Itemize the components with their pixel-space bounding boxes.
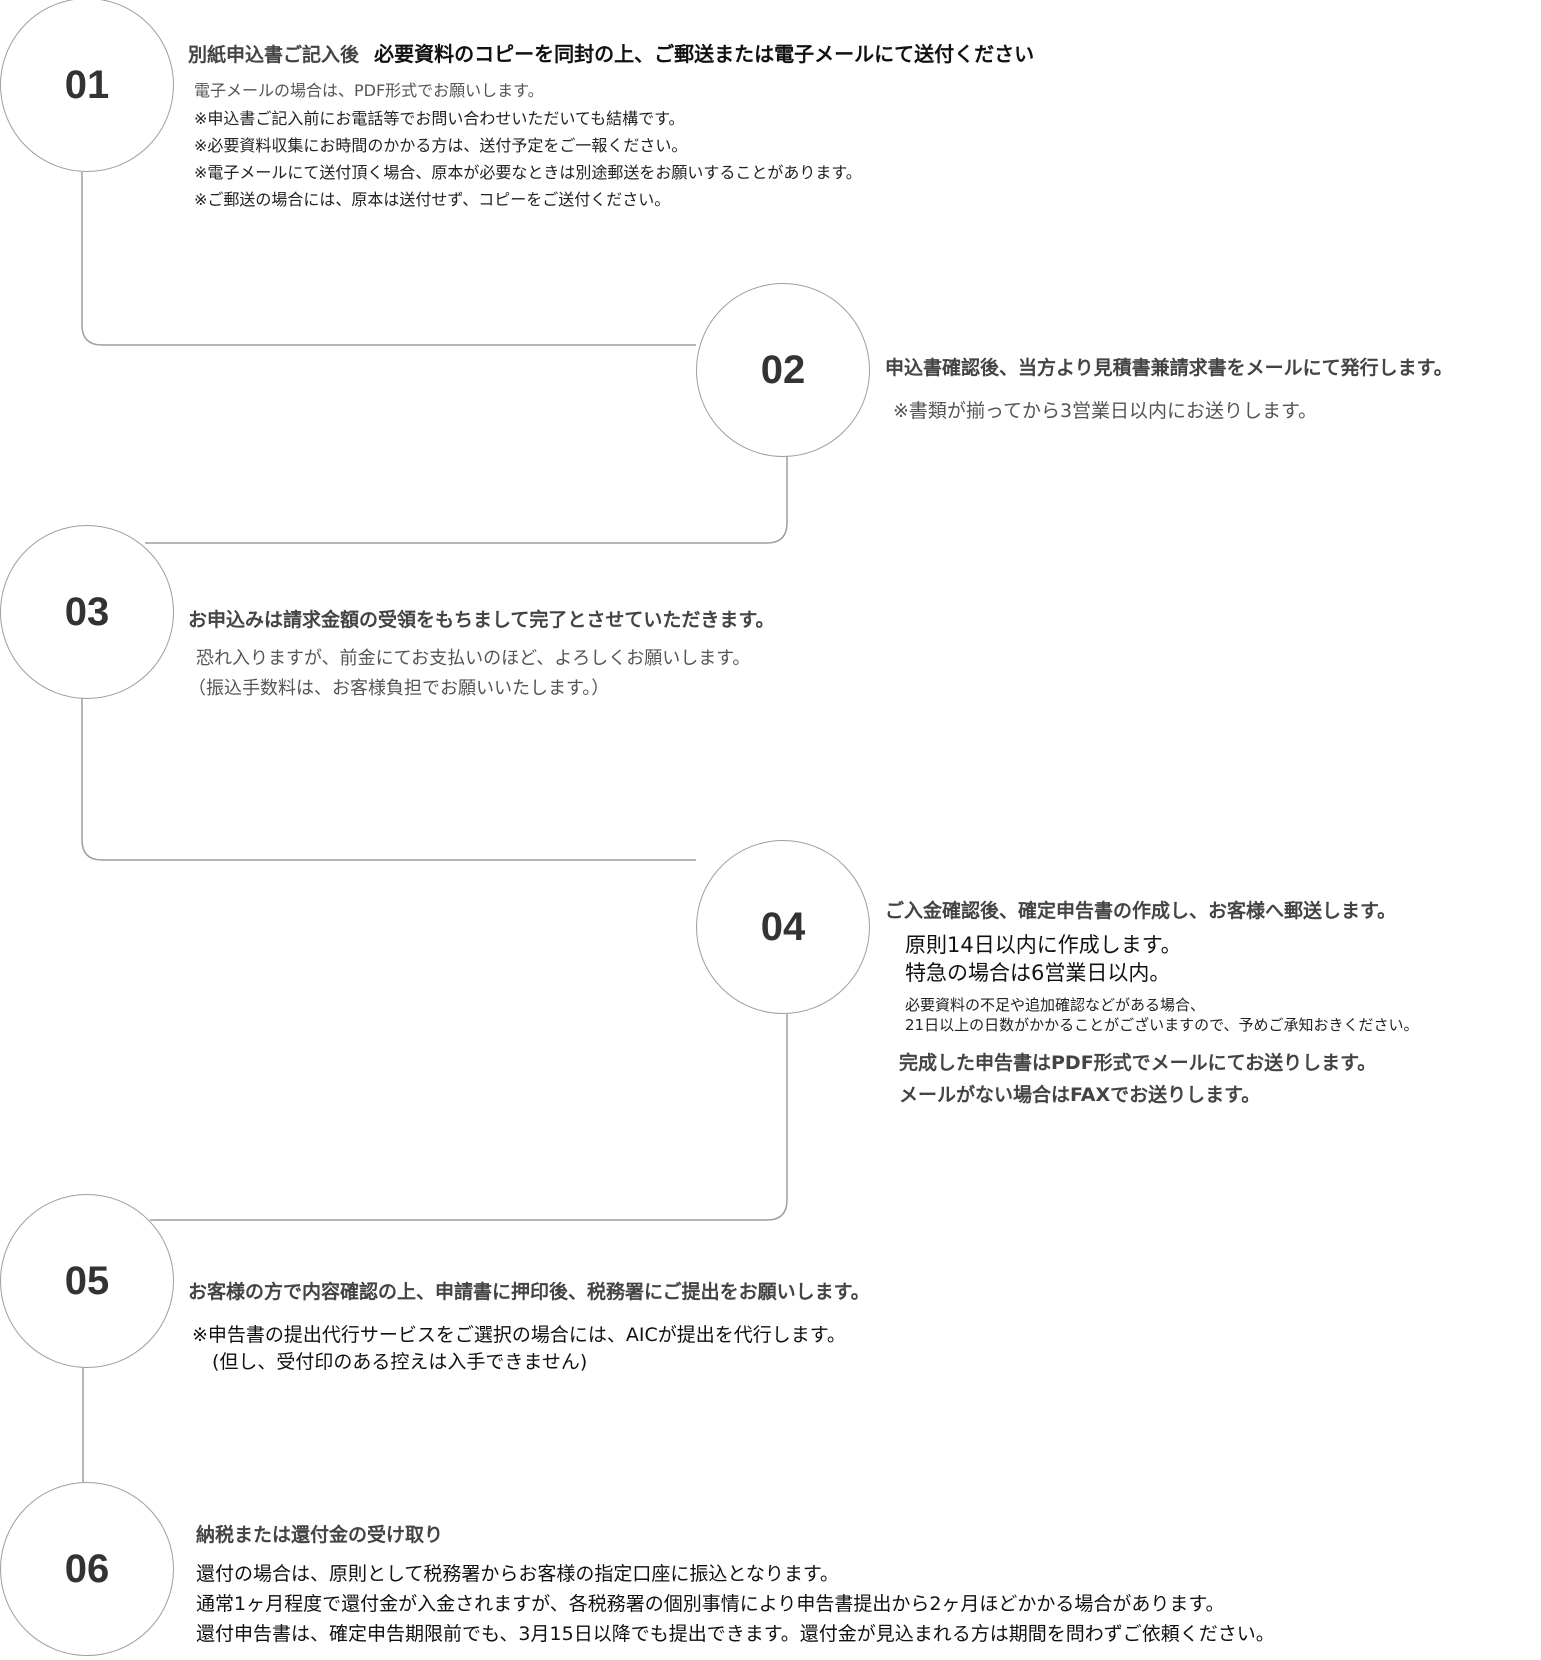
step-05-heading: お客様の方で内容確認の上、申請書に押印後、税務署にご提出をお願いします。 bbox=[188, 1281, 870, 1303]
note: ※申込書ご記入前にお電話等でお問い合わせいただいても結構です。 bbox=[194, 109, 685, 128]
step-02-heading: 申込書確認後、当方より見積書兼請求書をメールにて発行します。 bbox=[885, 357, 1453, 379]
step-06-line: 還付申告書は、確定申告期限前でも、3月15日以降でも提出できます。還付金が見込ま… bbox=[196, 1623, 1275, 1645]
step-04-large: 特急の場合は6営業日以内。 bbox=[905, 961, 1171, 985]
step-number: 05 bbox=[64, 1258, 110, 1303]
step-06-line: 通常1ヶ月程度で還付金が入金されますが、各税務署の個別事情により申告書提出から2… bbox=[196, 1593, 1225, 1615]
step-02-sub: ※書類が揃ってから3営業日以内にお送りします。 bbox=[893, 400, 1318, 422]
step-04-bold: 完成した申告書はPDF形式でメールにてお送りします。 bbox=[899, 1052, 1377, 1074]
connector-04-05 bbox=[150, 1012, 788, 1221]
note: ※必要資料収集にお時間のかかる方は、送付予定をご一報ください。 bbox=[194, 136, 688, 155]
step-02-content: 申込書確認後、当方より見積書兼請求書をメールにて発行します。 ※書類が揃ってから… bbox=[885, 353, 1453, 423]
step-05-circle: 05 bbox=[0, 1194, 174, 1368]
step-02-circle: 02 bbox=[696, 283, 870, 457]
step-03-circle: 03 bbox=[0, 525, 174, 699]
step-06-circle: 06 bbox=[0, 1482, 174, 1656]
step-03-heading: お申込みは請求金額の受領をもちまして完了とさせていただきます。 bbox=[188, 609, 775, 631]
step-number: 03 bbox=[64, 589, 110, 634]
step-03-line: 恐れ入りますが、前金にてお支払いのほど、よろしくお願いします。 bbox=[196, 648, 751, 669]
step-03-line: （振込手数料は、お客様負担でお願いいたします。） bbox=[188, 678, 610, 699]
step-number: 02 bbox=[760, 347, 806, 392]
step-06-line: 還付の場合は、原則として税務署からお客様の指定口座に振込となります。 bbox=[196, 1563, 839, 1585]
connector-02-03 bbox=[145, 456, 788, 544]
step-05-content: お客様の方で内容確認の上、申請書に押印後、税務署にご提出をお願いします。 ※申告… bbox=[188, 1277, 870, 1376]
step-05-line: (但し、受付印のある控えは入手できません) bbox=[212, 1351, 588, 1373]
step-number: 01 bbox=[64, 62, 110, 107]
step-04-large: 原則14日以内に作成します。 bbox=[905, 933, 1182, 957]
note: ※電子メールにて送付頂く場合、原本が必要なときは別途郵送をお願いすることがありま… bbox=[194, 163, 862, 182]
step-05-line: ※申告書の提出代行サービスをご選択の場合には、AICが提出を代行します。 bbox=[192, 1324, 846, 1346]
connector-01-02 bbox=[81, 172, 696, 346]
step-04-small: 21日以上の日数がかかることがございますので、予めご承知おきください。 bbox=[905, 1016, 1419, 1034]
connector-03-04 bbox=[81, 697, 696, 861]
step-04-bold: メールがない場合はFAXでお送りします。 bbox=[899, 1084, 1261, 1106]
step-04-content: ご入金確認後、確定申告書の作成し、お客様へ郵送します。 原則14日以内に作成しま… bbox=[885, 896, 1419, 1111]
step-number: 04 bbox=[760, 904, 806, 949]
step-04-heading: ご入金確認後、確定申告書の作成し、お客様へ郵送します。 bbox=[885, 900, 1397, 922]
step-04-circle: 04 bbox=[696, 840, 870, 1014]
step-01-notes: ※申込書ご記入前にお電話等でお問い合わせいただいても結構です。 ※必要資料収集に… bbox=[194, 105, 1034, 213]
step-01-content: 別紙申込書ご記入後 必要資料のコピーを同封の上、ご郵送または電子メールにて送付く… bbox=[188, 38, 1034, 213]
step-01-circle: 01 bbox=[0, 0, 174, 172]
note: ※ご郵送の場合には、原本は送付せず、コピーをご送付ください。 bbox=[194, 190, 671, 209]
step-06-content: 納税または還付金の受け取り 還付の場合は、原則として税務署からお客様の指定口座に… bbox=[196, 1520, 1275, 1649]
step-03-content: お申込みは請求金額の受領をもちまして完了とさせていただきます。 恐れ入りますが、… bbox=[188, 605, 775, 704]
step-number: 06 bbox=[64, 1546, 110, 1591]
step-01-heading: 別紙申込書ご記入後 必要資料のコピーを同封の上、ご郵送または電子メールにて送付く… bbox=[188, 42, 1035, 66]
step-01-sub: 電子メールの場合は、PDF形式でお願いします。 bbox=[194, 81, 544, 100]
step-06-heading: 納税または還付金の受け取り bbox=[196, 1524, 444, 1546]
step-04-small: 必要資料の不足や追加確認などがある場合、 bbox=[905, 996, 1206, 1014]
